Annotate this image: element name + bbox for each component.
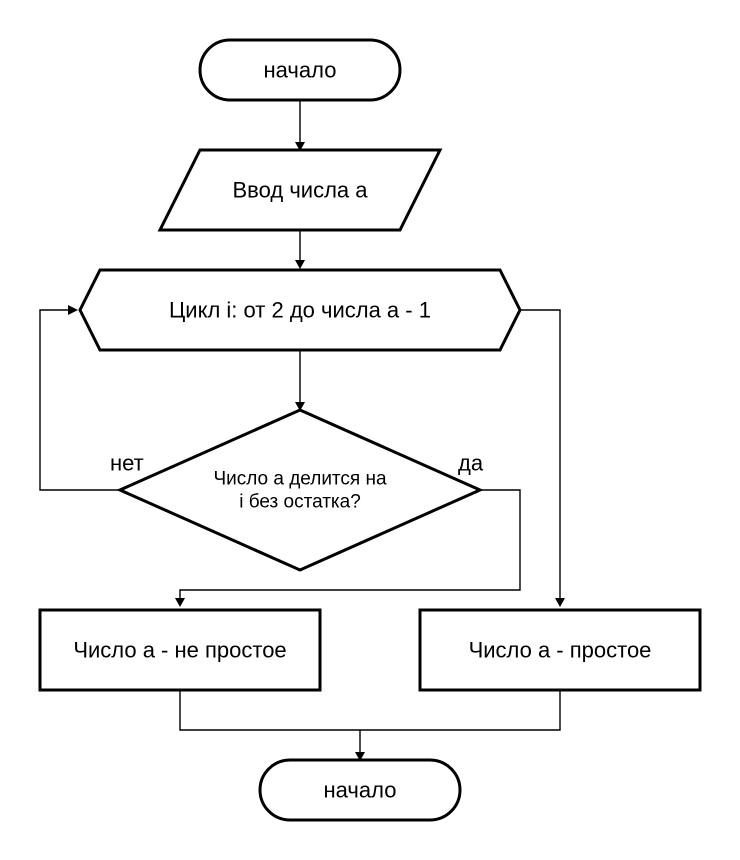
connector-no-back-to-loop: [39, 309, 120, 491]
prime-label: Число а - простое: [469, 638, 652, 663]
input-label: Ввод числа а: [233, 178, 369, 203]
arrowhead-loop-return: [68, 305, 78, 315]
arrowhead-prime: [555, 598, 565, 607]
connector-not-prime-to-merge: [179, 690, 561, 731]
connector-loop-exit-to-prime: [520, 309, 561, 598]
loop-block: Цикл i: от 2 до числа а - 1: [78, 268, 522, 352]
start-terminator: начало: [198, 38, 402, 102]
connector-yes-to-not-prime: [179, 489, 521, 598]
yes-branch-label: да: [458, 451, 484, 476]
loop-label: Цикл i: от 2 до числа а - 1: [169, 298, 431, 323]
decision-block: Число а делится на i без остатка?: [116, 408, 484, 572]
not-prime-label: Число а - не простое: [73, 638, 286, 663]
arrowhead-loop: [295, 260, 305, 269]
start-label: начало: [264, 58, 337, 83]
input-block: Ввод числа а: [157, 148, 443, 232]
prime-block: Число а - простое: [418, 608, 702, 692]
arrowhead-end: [355, 752, 365, 761]
connectors: [39, 100, 565, 761]
end-label: начало: [324, 778, 397, 803]
arrowhead-decision: [295, 402, 305, 411]
not-prime-block: Число а - не простое: [38, 608, 322, 692]
end-terminator: начало: [258, 758, 462, 822]
decision-label-line1: Число а делится на: [213, 469, 387, 490]
decision-label-line2: i без остатка?: [239, 492, 361, 513]
arrowhead-input: [295, 142, 305, 151]
no-branch-label: нет: [110, 451, 144, 476]
arrowhead-not-prime: [175, 598, 185, 607]
